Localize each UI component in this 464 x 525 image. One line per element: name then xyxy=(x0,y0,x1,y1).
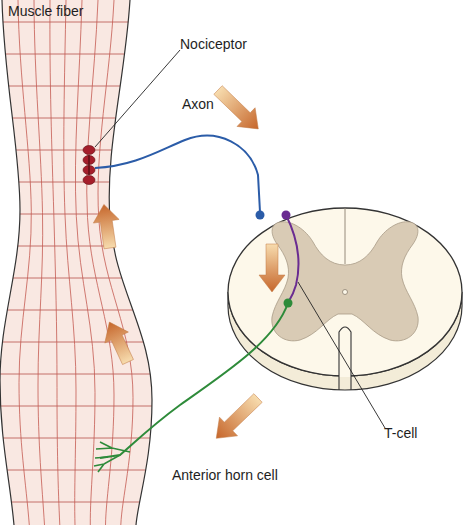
sensory-axon xyxy=(95,136,260,212)
part-label: Muscle fiber xyxy=(8,3,83,19)
nociceptor xyxy=(83,146,95,155)
spinal-cord xyxy=(228,208,462,376)
part-label: Axon xyxy=(182,96,214,112)
part-label: Anterior horn cell xyxy=(172,467,278,483)
t-cell-neuron xyxy=(286,215,298,303)
signal-arrow xyxy=(209,81,267,139)
fiber-striations xyxy=(0,22,160,502)
nociceptor-connector xyxy=(88,155,90,175)
axon-terminal xyxy=(256,211,265,220)
part-label: T-cell xyxy=(384,425,417,441)
nociceptor xyxy=(83,176,95,185)
anterior-fissure-depth xyxy=(339,377,351,390)
motor-axon xyxy=(100,303,288,458)
signal-arrow xyxy=(259,244,285,292)
anterior-horn-cell-body xyxy=(284,299,293,308)
posterior-septum xyxy=(345,208,346,264)
motor-endplate xyxy=(94,442,130,472)
central-canal xyxy=(343,290,348,295)
leader-line xyxy=(95,50,180,147)
leader-line xyxy=(298,282,385,428)
part-label: Nociceptor xyxy=(180,36,247,52)
anterior-fissure xyxy=(339,327,351,377)
myofibril-lines xyxy=(18,0,133,525)
signal-arrow xyxy=(207,389,267,448)
signal-arrow xyxy=(91,203,123,250)
signal-arrow xyxy=(98,317,140,368)
t-cell-body xyxy=(282,211,291,220)
